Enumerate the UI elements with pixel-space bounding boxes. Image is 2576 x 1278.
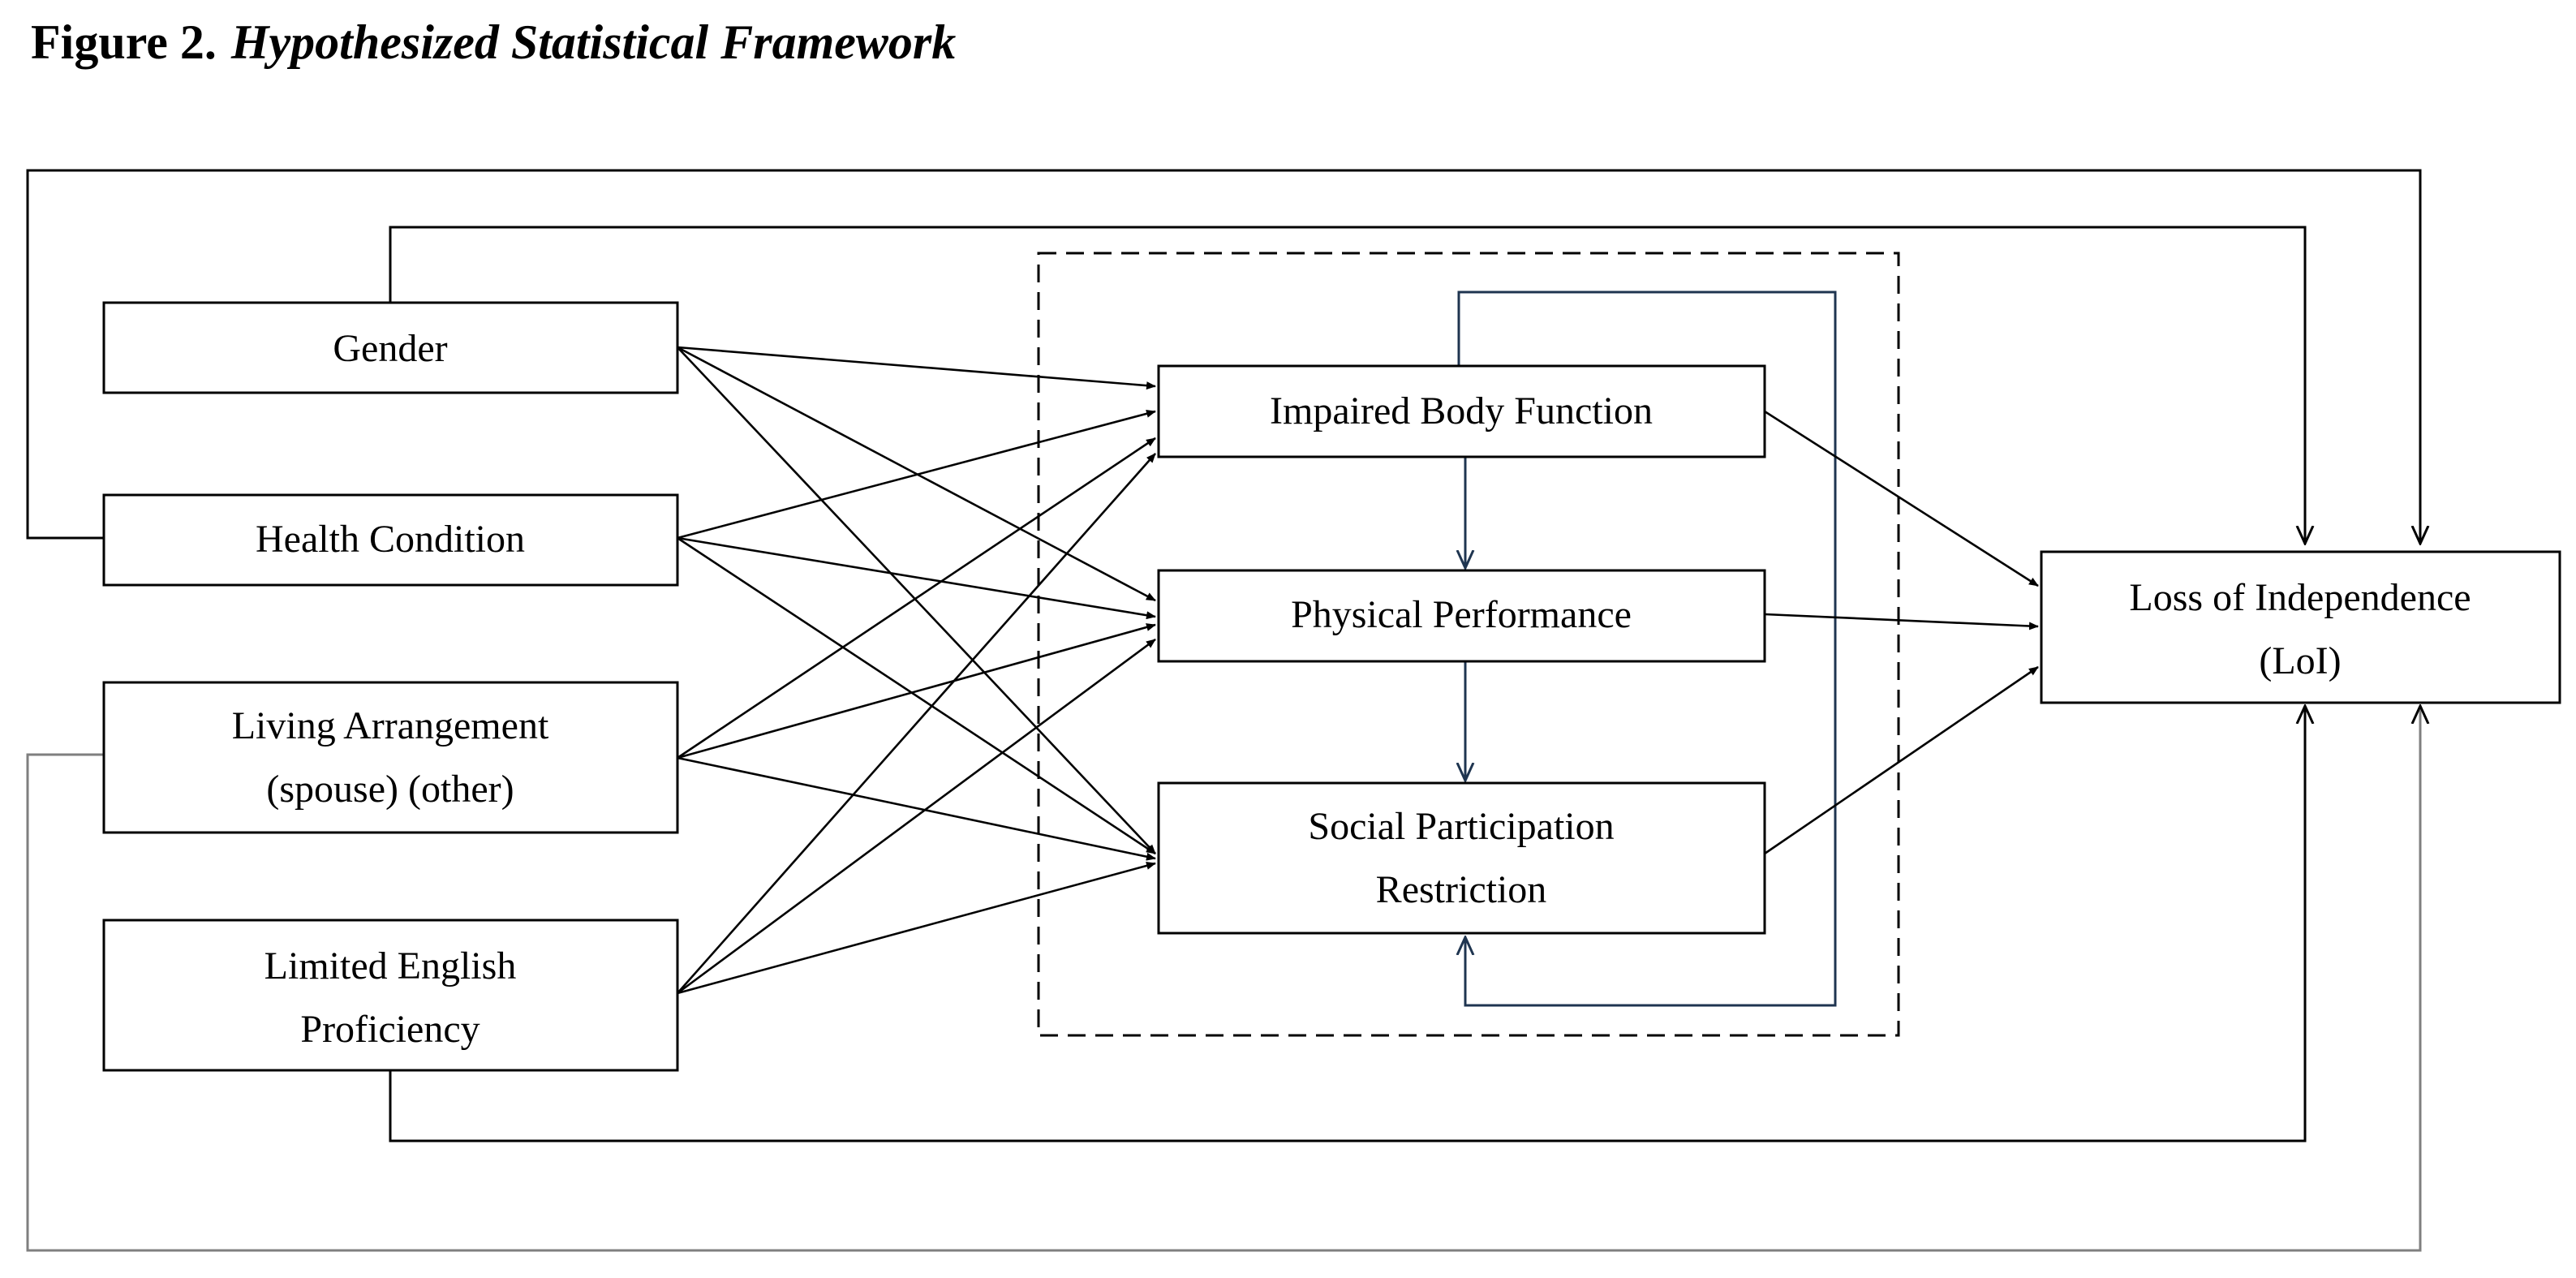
- path-pp-loi: [1764, 613, 2039, 630]
- predictor-gender-box: Gender: [102, 301, 679, 394]
- predictor-lep-label-line1: Limited English: [264, 945, 517, 988]
- path-lep-ibf: [677, 453, 1156, 994]
- path-health-spr: [677, 536, 1156, 855]
- mediator-outcome-paths: [1764, 410, 2039, 855]
- mediator-pp-label: Physical Performance: [1291, 593, 1632, 636]
- predictor-gender-label: Gender: [333, 327, 447, 370]
- path-ibf-spr-feedback: [1459, 290, 1837, 1007]
- mediator-pp-box: Physical Performance: [1157, 569, 1766, 663]
- mediator-spr-label-line2: Restriction: [1376, 868, 1547, 911]
- direct-paths: [26, 169, 2420, 1252]
- path-health-loi: [26, 169, 2420, 544]
- outcome-loi-box: Loss of Independence (LoI): [2040, 550, 2561, 704]
- outcome-loi-label-line2: (LoI): [2259, 639, 2341, 682]
- path-lep-spr: [677, 862, 1156, 995]
- outcome-loi-label-line1: Loss of Independence: [2129, 576, 2471, 619]
- path-living-pp: [677, 623, 1156, 759]
- predictor-living-label-line1: Living Arrangement: [232, 704, 549, 747]
- predictor-living-label-line2: (spouse) (other): [266, 768, 514, 811]
- mediator-spr-label-line1: Social Participation: [1308, 805, 1614, 848]
- figure-title-text: Hypothesized Statistical Framework: [230, 15, 956, 69]
- mediator-spr-box: Social Participation Restriction: [1157, 781, 1766, 935]
- mediator-ibf-label: Impaired Body Function: [1270, 389, 1653, 432]
- path-health-pp: [677, 536, 1156, 620]
- predictor-living-box: Living Arrangement (spouse) (other): [102, 681, 679, 834]
- predictor-health-label: Health Condition: [256, 518, 525, 561]
- figure-number: Figure 2.: [31, 15, 217, 69]
- predictor-mediator-paths: [677, 346, 1156, 995]
- path-living-spr: [677, 756, 1156, 861]
- path-gender-loi: [389, 226, 2305, 544]
- path-gender-spr: [677, 346, 1156, 854]
- predictor-lep-label-line2: Proficiency: [300, 1008, 480, 1051]
- path-gender-ibf: [677, 346, 1156, 390]
- mediator-group-dashed-box: [1037, 252, 1900, 1037]
- path-living-ibf: [677, 437, 1156, 759]
- predictor-lep-box: Limited English Proficiency: [102, 919, 679, 1072]
- figure-title: Figure 2. Hypothesized Statistical Frame…: [31, 15, 956, 69]
- path-lep-loi: [389, 706, 2305, 1142]
- path-spr-loi: [1764, 665, 2039, 855]
- path-ibf-loi: [1764, 410, 2039, 587]
- mediator-ibf-box: Impaired Body Function: [1157, 364, 1766, 458]
- path-health-ibf: [677, 409, 1156, 540]
- path-living-loi: [26, 706, 2420, 1252]
- path-lep-pp: [677, 638, 1156, 995]
- predictor-health-box: Health Condition: [102, 493, 679, 587]
